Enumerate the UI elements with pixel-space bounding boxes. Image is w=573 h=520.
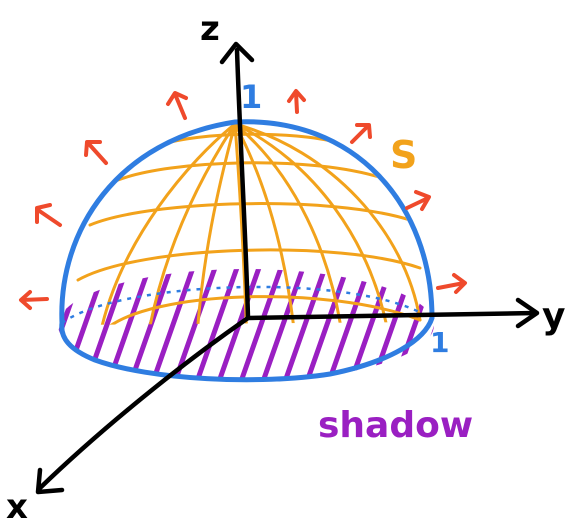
- normal-arrow: [84, 140, 108, 165]
- y-axis-arrowhead: [515, 297, 540, 329]
- x-axis: [37, 315, 251, 491]
- normal-arrow: [35, 203, 62, 227]
- shadow-hatch-line: [257, 269, 308, 381]
- hemisphere-outline: [59, 119, 435, 383]
- z-tick-label: 1: [240, 78, 262, 116]
- shadow-hatch-line: [301, 269, 352, 381]
- normal-arrow: [436, 273, 467, 294]
- normal-arrows: [19, 89, 467, 310]
- y-axis: [245, 310, 538, 321]
- shadow-hatch-line: [235, 269, 286, 381]
- surface-label: S: [390, 133, 417, 177]
- z-axis: [234, 47, 251, 321]
- shadow-hatch-line: [323, 269, 374, 381]
- shadow-hatch-line: [279, 269, 330, 381]
- shadow-hatch-line: [81, 269, 132, 381]
- x-axis-label: x: [6, 487, 28, 520]
- normal-arrow: [19, 290, 49, 310]
- normal-arrow: [350, 123, 372, 144]
- x-axis-arrowhead: [35, 467, 65, 495]
- shadow-hatch-line: [147, 269, 198, 381]
- shadow-hatch-line: [59, 269, 110, 381]
- normal-arrow: [287, 89, 306, 114]
- shadow-hatch-line: [191, 269, 242, 381]
- shadow-label: shadow: [318, 405, 473, 446]
- axes: [35, 41, 540, 495]
- normal-arrow: [166, 91, 188, 120]
- y-tick-label: 1: [430, 326, 449, 359]
- normal-arrow: [405, 190, 431, 211]
- z-axis-arrowhead: [219, 41, 255, 65]
- shadow-hatch-line: [345, 269, 396, 381]
- y-axis-label: y: [542, 296, 565, 337]
- z-axis-label: z: [200, 9, 220, 49]
